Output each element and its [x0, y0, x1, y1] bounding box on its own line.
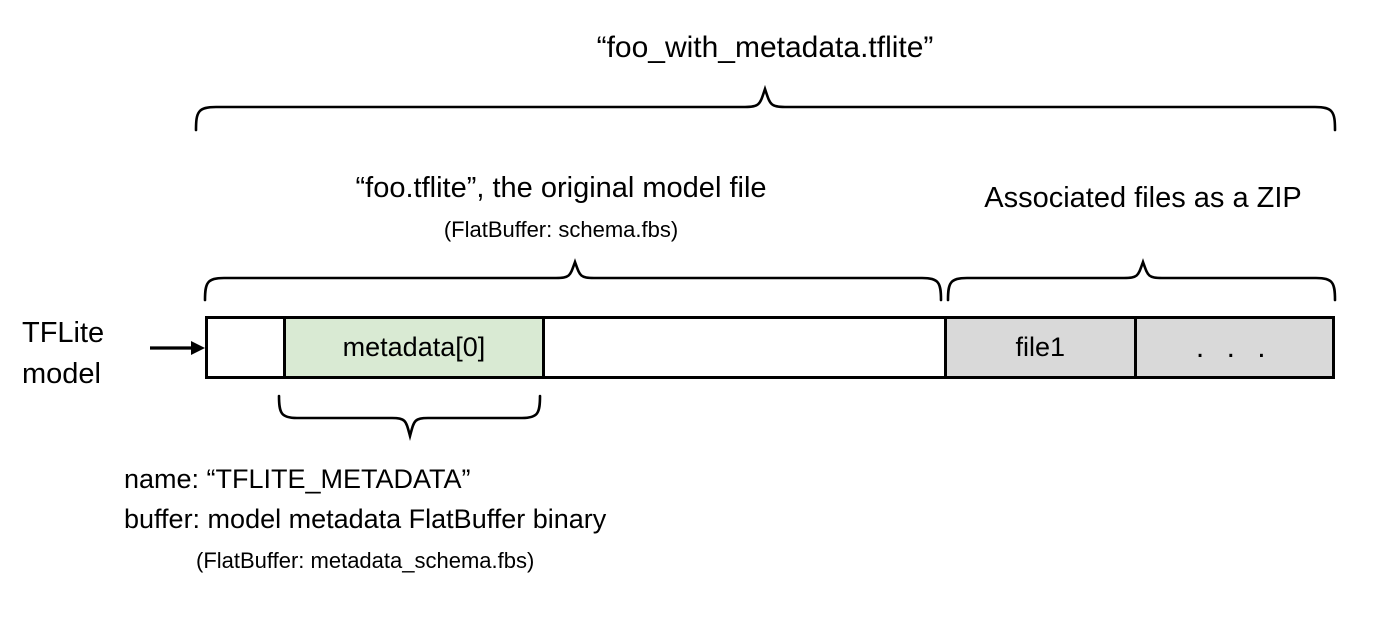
brace-associated-files — [946, 258, 1337, 302]
metadata-note-line2: buffer: model metadata FlatBuffer binary — [124, 504, 607, 534]
segment-metadata-0: metadata[0] — [282, 319, 543, 376]
section-heading-model: “foo.tflite”, the original model file — [355, 172, 767, 204]
segment-more-files: . . . — [1133, 319, 1332, 376]
segment-padding — [208, 319, 283, 376]
segment-metadata-0-label: metadata[0] — [342, 332, 486, 362]
segment-file1: file1 — [944, 319, 1134, 376]
brace-metadata-detail — [277, 394, 542, 442]
diagram-title: “foo_with_metadata.tflite” — [596, 31, 934, 64]
brace-whole-file — [194, 84, 1337, 132]
segment-file1-label: file1 — [1015, 332, 1066, 362]
metadata-note-line3: (FlatBuffer: metadata_schema.fbs) — [196, 548, 535, 573]
segment-model-body — [542, 319, 945, 376]
segment-more-files-label: . . . — [1195, 330, 1273, 364]
tflite-model-label-line1: TFLite — [22, 317, 105, 349]
section-heading-zip: Associated files as a ZIP — [984, 182, 1302, 214]
brace-original-model-file — [203, 258, 943, 302]
section-subheading-model: (FlatBuffer: schema.fbs) — [443, 217, 679, 242]
right-arrow-icon — [150, 341, 205, 355]
metadata-note-line1: name: “TFLITE_METADATA” — [124, 464, 471, 494]
tflite-model-bar: metadata[0] file1 . . . — [205, 316, 1335, 379]
tflite-model-label-line2: model — [22, 358, 101, 390]
